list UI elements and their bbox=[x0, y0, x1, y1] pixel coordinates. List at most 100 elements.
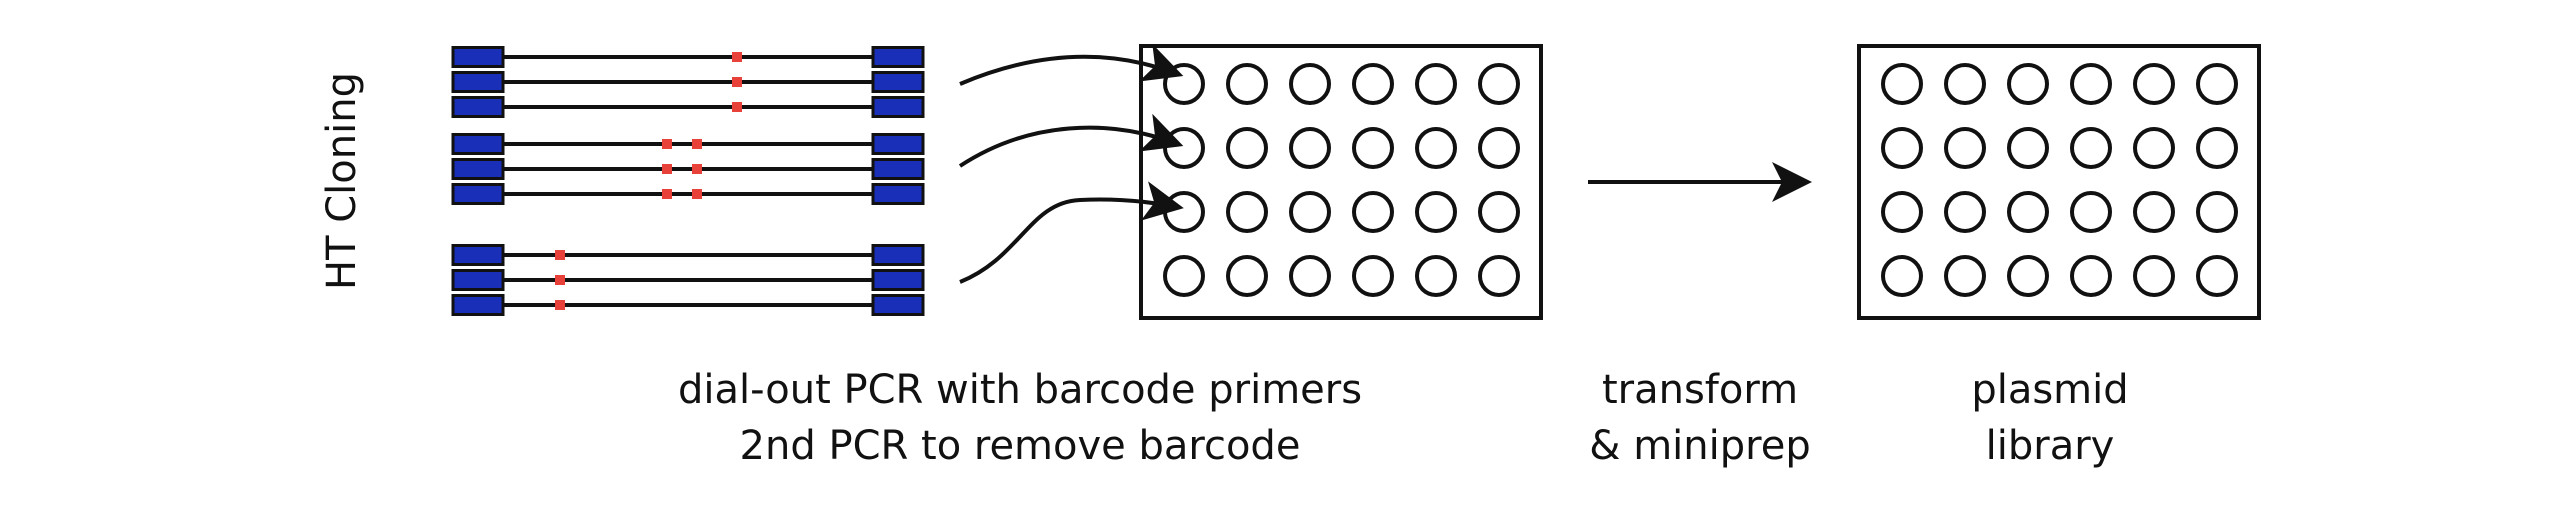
plate-well bbox=[1289, 255, 1331, 297]
plate-well bbox=[1478, 191, 1520, 233]
plate-well bbox=[1881, 255, 1923, 297]
left-barcode-block bbox=[451, 183, 505, 205]
plate-frame bbox=[1857, 44, 2261, 320]
mutation-mark bbox=[732, 77, 742, 87]
pcr-caption: dial-out PCR with barcode primers 2nd PC… bbox=[620, 362, 1420, 474]
library-caption-line-1: plasmid bbox=[1971, 367, 2129, 413]
amplicon-strand bbox=[451, 244, 925, 266]
left-barcode-block bbox=[451, 46, 505, 68]
plates bbox=[1139, 44, 2261, 320]
mutation-mark bbox=[555, 275, 565, 285]
plate-well bbox=[2133, 63, 2175, 105]
plate-well bbox=[1352, 255, 1394, 297]
plate-well bbox=[1478, 127, 1520, 169]
plate-well bbox=[1944, 255, 1986, 297]
plate-well bbox=[1415, 127, 1457, 169]
transform-caption-line-2: & miniprep bbox=[1589, 423, 1811, 469]
amplicon-strand bbox=[451, 46, 925, 68]
right-barcode-block bbox=[871, 183, 925, 205]
right-barcode-block bbox=[871, 46, 925, 68]
plate-well bbox=[1289, 63, 1331, 105]
plate-well bbox=[1352, 63, 1394, 105]
plate-well bbox=[1163, 63, 1205, 105]
plate-well bbox=[2196, 255, 2238, 297]
group-3-to-plate-arrow bbox=[959, 181, 1184, 284]
plate-well bbox=[2070, 63, 2112, 105]
plate-well bbox=[1944, 63, 1986, 105]
pcr-caption-line-2: 2nd PCR to remove barcode bbox=[739, 423, 1301, 469]
plate-well bbox=[1289, 127, 1331, 169]
mutation-mark bbox=[662, 164, 672, 174]
mutation-mark bbox=[555, 300, 565, 310]
amplicon-strand bbox=[451, 294, 925, 316]
pcr-caption-line-1: dial-out PCR with barcode primers bbox=[677, 367, 1363, 413]
plate-well bbox=[1352, 191, 1394, 233]
plate-well bbox=[1881, 63, 1923, 105]
pcr-plate bbox=[1139, 44, 1543, 320]
plate-well bbox=[1478, 255, 1520, 297]
plate-well bbox=[2196, 63, 2238, 105]
mutation-mark bbox=[732, 102, 742, 112]
plate-well bbox=[1226, 127, 1268, 169]
plate-well bbox=[2070, 191, 2112, 233]
plate-well bbox=[1163, 255, 1205, 297]
left-barcode-block bbox=[451, 96, 505, 118]
plate-well bbox=[2070, 255, 2112, 297]
arrows bbox=[958, 43, 1812, 284]
plate-well bbox=[1881, 127, 1923, 169]
left-barcode-block bbox=[451, 133, 505, 155]
mutation-mark bbox=[692, 164, 702, 174]
plate-well bbox=[2133, 191, 2175, 233]
library-caption-line-2: library bbox=[1985, 423, 2115, 469]
left-barcode-block bbox=[451, 158, 505, 180]
amplicon-strand bbox=[451, 158, 925, 180]
plate-well bbox=[1415, 63, 1457, 105]
mutation-mark bbox=[732, 52, 742, 62]
plate-well bbox=[2196, 127, 2238, 169]
plate-well bbox=[1944, 191, 1986, 233]
mutation-mark bbox=[662, 189, 672, 199]
amplicon-group-3 bbox=[451, 244, 925, 316]
plate-well bbox=[1478, 63, 1520, 105]
plate-well bbox=[1226, 191, 1268, 233]
group-1-to-plate-arrow bbox=[959, 43, 1184, 86]
amplicon-group-1 bbox=[451, 46, 925, 118]
amplicon-strand bbox=[451, 183, 925, 205]
plate-well bbox=[1289, 191, 1331, 233]
plate-well bbox=[1944, 127, 1986, 169]
right-barcode-block bbox=[871, 244, 925, 266]
plate-well bbox=[1226, 63, 1268, 105]
amplicon-strand bbox=[451, 133, 925, 155]
transform-caption: transform & miniprep bbox=[1540, 362, 1860, 474]
left-barcode-block bbox=[451, 294, 505, 316]
mutation-mark bbox=[692, 139, 702, 149]
mutation-mark bbox=[662, 139, 672, 149]
plate-well bbox=[2007, 127, 2049, 169]
right-barcode-block bbox=[871, 96, 925, 118]
amplicon-group-2 bbox=[451, 133, 925, 205]
left-barcode-block bbox=[451, 269, 505, 291]
right-barcode-block bbox=[871, 71, 925, 93]
plate-well bbox=[2133, 127, 2175, 169]
mutation-mark bbox=[555, 250, 565, 260]
amplicon-strand bbox=[451, 96, 925, 118]
right-barcode-block bbox=[871, 294, 925, 316]
plate-well bbox=[2007, 63, 2049, 105]
plate-well bbox=[1415, 255, 1457, 297]
plasmid-library-plate bbox=[1857, 44, 2261, 320]
plate-well bbox=[1415, 191, 1457, 233]
amplicon-groups bbox=[451, 46, 925, 316]
right-barcode-block bbox=[871, 158, 925, 180]
plate-well bbox=[1226, 255, 1268, 297]
mutation-mark bbox=[692, 189, 702, 199]
right-barcode-block bbox=[871, 133, 925, 155]
left-barcode-block bbox=[451, 71, 505, 93]
plate-well bbox=[1352, 127, 1394, 169]
plate-well bbox=[1881, 191, 1923, 233]
plate-well bbox=[2007, 255, 2049, 297]
plate-well bbox=[2196, 191, 2238, 233]
amplicon-strand bbox=[451, 269, 925, 291]
plate-well bbox=[2133, 255, 2175, 297]
group-2-to-plate-arrow bbox=[958, 113, 1184, 168]
